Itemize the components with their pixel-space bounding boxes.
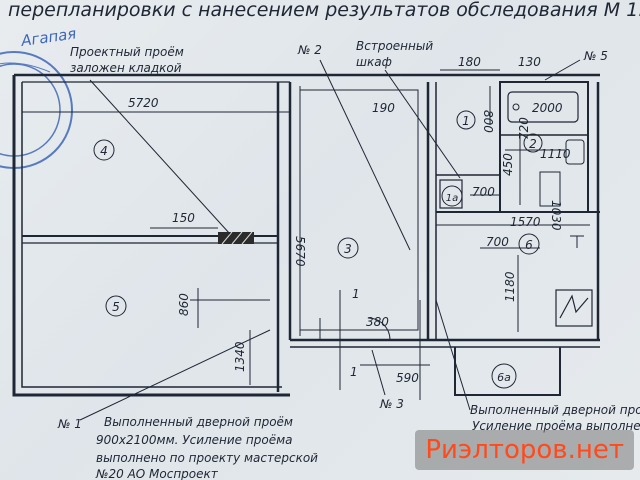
room-3-label: 3 [344, 242, 352, 256]
dim-2000: 2000 [532, 101, 563, 115]
leader-lines [79, 59, 581, 421]
note1-line3: выполнено по проекту мастерской [96, 451, 318, 465]
room-1a-label: 1а [446, 193, 459, 204]
room-6-label: 6 [525, 238, 533, 252]
note-wardrobe-line1: Встроенный [356, 39, 433, 53]
room-4-label: 4 [100, 144, 108, 158]
note-bricked-line2: заложен кладкой [70, 61, 182, 75]
dim-590: 590 [396, 371, 419, 385]
marker-no5: № 5 [583, 49, 608, 63]
marker-no3: № 3 [379, 397, 404, 411]
dim-180: 180 [458, 55, 481, 69]
walls [12, 73, 600, 397]
marker-no2: № 2 [297, 43, 322, 57]
note-right-line2: Усиление проёма выполнено по [472, 419, 640, 433]
stamp-signature: Агапая [19, 24, 77, 50]
note-wardrobe-line2: шкаф [356, 55, 392, 69]
section-mark-1-right: 1 [350, 365, 358, 379]
dim-700a: 700 [472, 185, 495, 199]
dim-190: 190 [372, 101, 395, 115]
dim-720: 720 [517, 117, 531, 140]
room-6a-label: 6а [497, 371, 511, 384]
note1-line4: №20 АО Моспроект [95, 467, 219, 480]
watermark-text: Риэлторов.нет [425, 435, 624, 465]
dim-1110: 1110 [540, 147, 571, 161]
dim-1340: 1340 [233, 341, 247, 372]
note-right-line1: Выполненный дверной проём [470, 403, 640, 417]
watermark-banner: Риэлторов.нет [415, 430, 634, 470]
dim-1570: 1570 [510, 215, 541, 229]
dim-860: 860 [177, 293, 191, 316]
room-marker-circles [93, 110, 543, 389]
note-bricked-line1: Проектный проём [70, 45, 184, 59]
marker-no1: № 1 [57, 417, 82, 431]
dim-5670: 5670 [293, 236, 307, 267]
room-5-label: 5 [112, 300, 120, 314]
dimension-lines [22, 69, 590, 400]
bricked-opening-hatch [218, 231, 254, 245]
dim-700b: 700 [486, 235, 509, 249]
room-2-label: 2 [529, 137, 537, 151]
dim-1030: 1030 [549, 200, 563, 231]
dim-1180: 1180 [503, 271, 517, 302]
note1-line1: Выполненный дверной проём [104, 415, 293, 429]
section-mark-1-left: 1 [352, 287, 360, 301]
dim-150: 150 [172, 211, 195, 225]
plan-title: перепланировки с нанесением результатов … [8, 0, 640, 21]
note1-line2: 900х2100мм. Усиление проёма [96, 433, 292, 447]
dim-380: 380 [366, 315, 389, 329]
dim-130: 130 [518, 55, 541, 69]
stamp-seal-icon [0, 51, 73, 169]
dim-450: 450 [501, 153, 515, 176]
room-1-label: 1 [462, 114, 470, 128]
dim-5720: 5720 [128, 96, 159, 110]
dim-800: 800 [481, 110, 495, 133]
